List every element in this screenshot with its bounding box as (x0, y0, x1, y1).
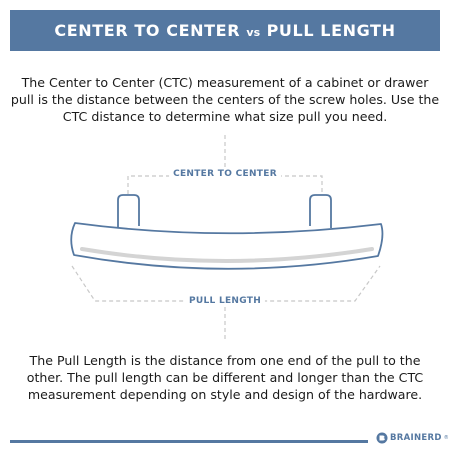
outro-paragraph: The Pull Length is the distance from one… (26, 353, 424, 402)
intro-paragraph: The Center to Center (CTC) measurement o… (10, 75, 440, 124)
brand-name: BRAINERD (390, 433, 442, 443)
pull-length-label: PULL LENGTH (184, 296, 266, 306)
title-part-pull-length: PULL LENGTH (260, 21, 396, 40)
page-title: CENTER TO CENTER vs PULL LENGTH (54, 21, 395, 40)
brand-logo: BRAINERD® (376, 432, 449, 444)
pull-bar-underside (80, 247, 374, 263)
right-post (309, 194, 332, 228)
ctc-label: CENTER TO CENTER (169, 169, 281, 179)
title-part-center-to-center: CENTER TO CENTER (54, 21, 247, 40)
title-vs: vs (246, 26, 261, 39)
brainerd-logo-icon (376, 432, 388, 444)
header-banner: CENTER TO CENTER vs PULL LENGTH (10, 10, 440, 51)
left-post (117, 194, 140, 228)
footer-rule (10, 440, 368, 443)
brand-registered-mark: ® (443, 435, 449, 441)
